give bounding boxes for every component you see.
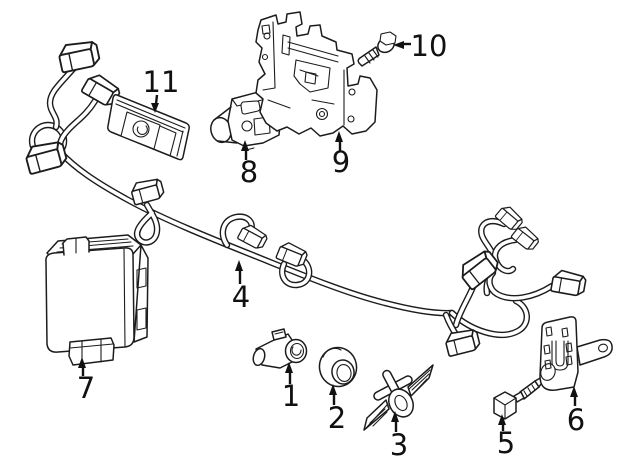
callout-1-arrow xyxy=(285,362,293,384)
callout-6-arrow xyxy=(570,386,578,406)
callout-9-label[interactable]: 9 xyxy=(332,145,350,179)
hex-screw-drawing xyxy=(357,31,397,67)
callout-2-arrow xyxy=(329,384,337,405)
callout-10[interactable]: 10 xyxy=(393,29,447,63)
callout-7-label[interactable]: 7 xyxy=(77,371,95,405)
callout-11-label[interactable]: 11 xyxy=(143,65,180,99)
callout-5-arrow xyxy=(498,414,506,431)
callout-11[interactable]: 11 xyxy=(143,65,180,113)
callout-5-label[interactable]: 5 xyxy=(497,426,515,460)
wiring-harness-drawing xyxy=(22,37,588,358)
callout-7-arrow xyxy=(78,357,86,376)
lamp-plate-housing-drawing xyxy=(107,94,190,161)
callout-7[interactable]: 7 xyxy=(77,357,95,405)
callout-8[interactable]: 8 xyxy=(240,140,258,189)
callout-3-arrow xyxy=(391,411,399,432)
grommet-drawing xyxy=(318,346,358,388)
side-bracket-drawing xyxy=(539,316,613,391)
callout-10-label[interactable]: 10 xyxy=(411,29,448,63)
callout-1-label[interactable]: 1 xyxy=(282,379,300,413)
callout-5[interactable]: 5 xyxy=(497,414,515,460)
callout-3-label[interactable]: 3 xyxy=(390,428,408,462)
callout-8-arrow xyxy=(241,140,249,160)
callout-2-label[interactable]: 2 xyxy=(328,401,346,435)
callout-9-arrow xyxy=(335,131,343,152)
callout-11-arrow xyxy=(151,94,159,113)
callout-6-label[interactable]: 6 xyxy=(567,403,585,437)
callout-8-label[interactable]: 8 xyxy=(240,155,258,189)
emblem-drawing xyxy=(363,364,434,431)
callout-1[interactable]: 1 xyxy=(282,362,300,413)
callout-9[interactable]: 9 xyxy=(332,131,350,179)
center-bracket-drawing xyxy=(255,11,378,137)
callout-4[interactable]: 4 xyxy=(232,260,250,314)
parking-sensor-drawing xyxy=(252,328,308,369)
callout-4-arrow xyxy=(235,260,243,284)
callout-3[interactable]: 3 xyxy=(390,411,408,462)
callout-4-label[interactable]: 4 xyxy=(232,280,250,314)
control-module-drawing xyxy=(45,234,149,366)
callout-2[interactable]: 2 xyxy=(328,384,346,435)
callout-10-arrow xyxy=(393,41,411,49)
callout-6[interactable]: 6 xyxy=(567,386,585,437)
